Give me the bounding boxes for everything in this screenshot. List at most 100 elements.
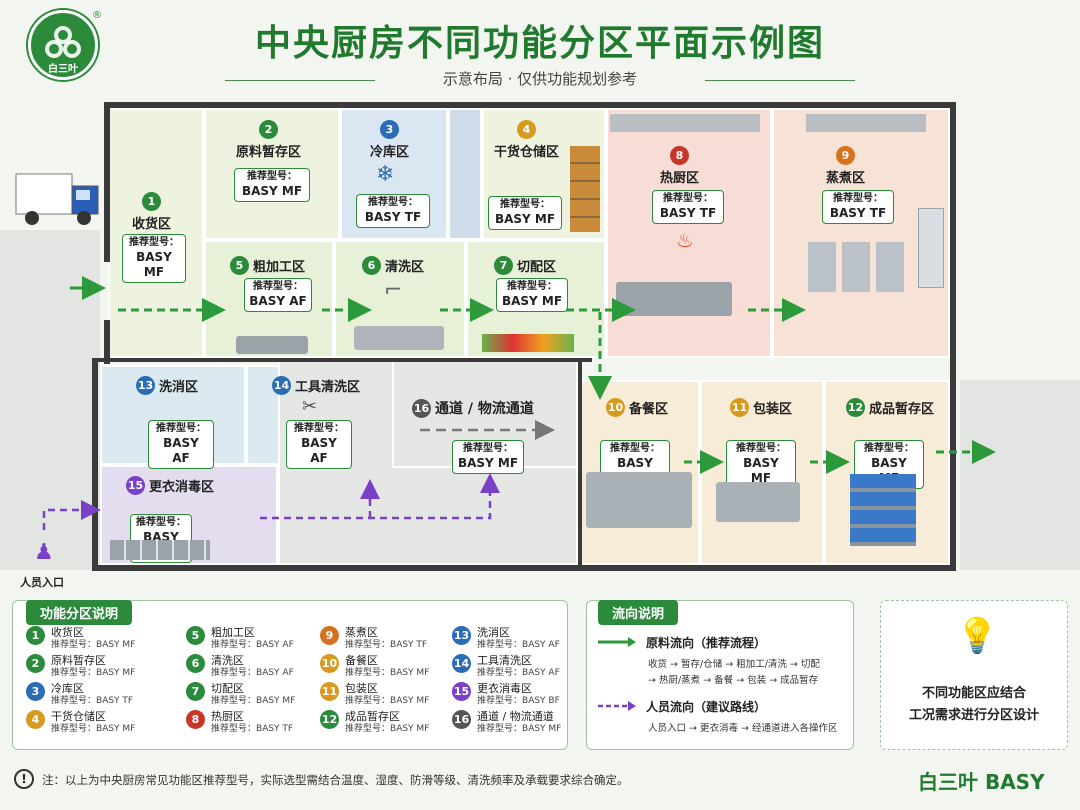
clover-icon bbox=[45, 26, 81, 58]
subtitle-rule-left bbox=[225, 80, 375, 81]
subtitle-rule-right bbox=[705, 80, 855, 81]
packaging-table-icon bbox=[716, 482, 800, 522]
vegetable-tray-icon bbox=[482, 334, 574, 352]
zone-9-model-card: 推荐型号：BASY TF bbox=[822, 190, 894, 224]
footer-note: 注：以上为中央厨房常见功能区推荐型号，实际选型需结合温度、湿度、防滑等级、清洗频… bbox=[42, 773, 629, 787]
steam-hood-icon bbox=[806, 114, 926, 132]
page-title: 中央厨房不同功能分区平面示例图 bbox=[254, 23, 825, 64]
tools-icon: ✂ bbox=[302, 396, 318, 417]
zone-receiving bbox=[108, 108, 204, 358]
faucet-icon: ⌐ bbox=[384, 278, 403, 303]
person-icon: ♟ bbox=[34, 540, 54, 565]
registered-mark: ® bbox=[92, 10, 102, 21]
outdoor-area-right bbox=[960, 380, 1080, 570]
zone-8-model-card: 推荐型号：BASY TF bbox=[652, 190, 724, 224]
raw-flow-legend-arrow bbox=[598, 637, 636, 647]
zone-7-model-card: 推荐型号：BASY MF bbox=[496, 278, 568, 312]
footer-brand: 白三叶 BASY bbox=[918, 770, 1045, 794]
wall-top bbox=[104, 102, 956, 108]
zone-2-model-card: 推荐型号：BASY MF bbox=[234, 168, 310, 202]
zone-16-model-card: 推荐型号：BASY MF bbox=[452, 440, 524, 474]
zone-1-model-card: 推荐型号：BASY MF bbox=[122, 234, 186, 283]
lightbulb-icon: 💡 bbox=[956, 616, 999, 656]
raw-flow-title: 原料流向（推荐流程） bbox=[646, 636, 767, 650]
wall-serve-divider bbox=[578, 358, 582, 565]
zone-3-model-card: 推荐型号：BASY TF bbox=[356, 194, 430, 228]
fridge-icon bbox=[918, 208, 944, 288]
zone-5-model-card: 推荐型号：BASY AF bbox=[244, 278, 312, 312]
raw-flow-line-1: 收货 → 暂存/仓储 → 粗加工/清洗 → 切配 bbox=[648, 659, 820, 670]
flame-icon: ♨ bbox=[676, 228, 694, 252]
wall-left-mid bbox=[104, 320, 110, 364]
staff-flow-title: 人员流向（建议路线） bbox=[646, 700, 767, 714]
serving-counter-icon bbox=[586, 472, 692, 528]
staff-entry-arrow bbox=[42, 500, 101, 530]
lockers-icon bbox=[110, 540, 210, 560]
staff-flow-line-1: 人员入口 → 更衣消毒 → 经通道进入各操作区 bbox=[648, 723, 838, 734]
finished-goods-rack-icon bbox=[850, 474, 916, 546]
snowflake-icon: ❄ bbox=[376, 162, 395, 187]
entrance-label: 人员入口 bbox=[20, 576, 64, 589]
zone-13-model-card: 推荐型号：BASY AF bbox=[148, 420, 214, 469]
steam-pots-icon bbox=[808, 242, 908, 292]
flow-legend-title: 流向说明 bbox=[598, 600, 679, 625]
tip-line-2: 工况需求进行分区设计 bbox=[908, 708, 1039, 723]
wall-mid bbox=[92, 358, 592, 362]
wall-right bbox=[950, 102, 956, 570]
staff-arrow-2 bbox=[260, 473, 500, 520]
zone-11-model-card: 推荐型号：BASY MF bbox=[726, 440, 796, 489]
prep-table-icon bbox=[236, 336, 308, 354]
sink-icon bbox=[354, 326, 444, 350]
hood-icon bbox=[610, 114, 760, 132]
tip-line-1: 不同功能区应结合 bbox=[921, 686, 1026, 701]
raw-flow-line-2: → 热厨/蒸煮 → 备餐 → 包装 → 成品暂存 bbox=[648, 675, 819, 686]
zone-4-model-card: 推荐型号：BASY MF bbox=[488, 196, 562, 230]
logo-text: 白三叶 bbox=[48, 64, 78, 75]
info-icon: ! bbox=[14, 769, 34, 789]
zone-legend-panel bbox=[12, 600, 568, 750]
flow-legend-panel bbox=[586, 600, 854, 750]
wall-bottom bbox=[92, 565, 956, 571]
zone-14-model-card: 推荐型号：BASY AF bbox=[286, 420, 352, 469]
delivery-truck-icon bbox=[15, 173, 99, 225]
zone-legend-title: 功能分区说明 bbox=[26, 600, 133, 625]
cold-shelving bbox=[448, 108, 482, 240]
brand-logo bbox=[28, 10, 98, 80]
wall-left-upper bbox=[104, 102, 110, 262]
page-subtitle: 示意布局 · 仅供功能规划参考 bbox=[442, 70, 638, 88]
